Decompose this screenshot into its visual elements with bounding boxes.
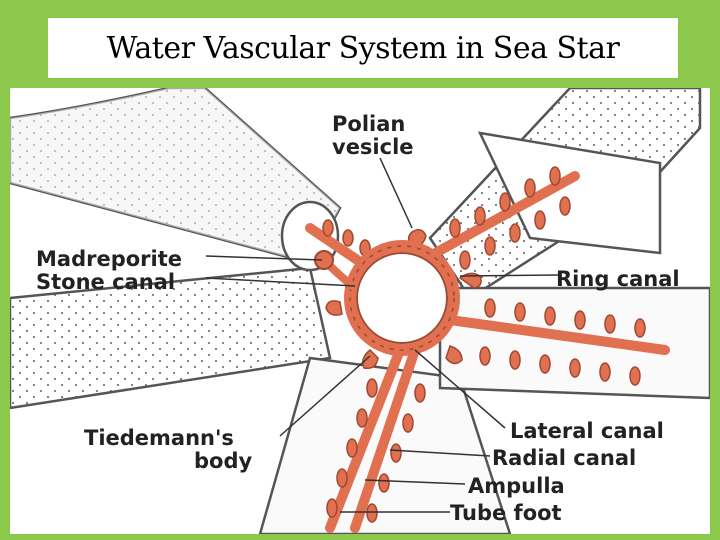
- label-radial-canal: Radial canal: [492, 446, 636, 470]
- label-tube-foot: Tube foot: [450, 501, 562, 525]
- sea-star-body: [10, 88, 710, 534]
- label-polian-line1: Polian: [332, 112, 405, 136]
- ampullae-upper-right: [449, 166, 571, 270]
- radial-canal-lower-b: [350, 345, 420, 533]
- cut-face-upper-right: [477, 131, 662, 255]
- water-vascular-diagram: Polian vesicle Madreporite Stone canal R…: [10, 88, 710, 534]
- arm-upper-left-fill: [10, 88, 340, 263]
- radial-canal-upper-right: [425, 171, 580, 261]
- label-stone-canal: Stone canal: [36, 270, 175, 294]
- ampullae-lower: [326, 378, 426, 523]
- ring-canal: [344, 240, 460, 356]
- label-tiedemann-line2: body: [194, 449, 252, 473]
- label-polian-line2: vesicle: [332, 135, 414, 159]
- diagram-panel: Polian vesicle Madreporite Stone canal R…: [10, 88, 710, 534]
- label-ring-canal: Ring canal: [556, 267, 680, 291]
- arm-right: [438, 286, 710, 400]
- label-tiedemann-line1: Tiedemann's: [84, 426, 234, 450]
- label-ampulla: Ampulla: [468, 474, 565, 498]
- radial-canal-right: [445, 315, 670, 355]
- radial-canal-lower: [325, 345, 405, 533]
- title-box: Water Vascular System in Sea Star: [48, 18, 678, 78]
- label-madreporite: Madreporite: [36, 247, 182, 271]
- label-lateral-canal: Lateral canal: [510, 419, 664, 443]
- ampullae: [322, 166, 646, 523]
- ampullae-right: [479, 298, 646, 386]
- radial-canals: [305, 171, 670, 533]
- page-title: Water Vascular System in Sea Star: [106, 30, 620, 66]
- leader-lines: [205, 157, 559, 513]
